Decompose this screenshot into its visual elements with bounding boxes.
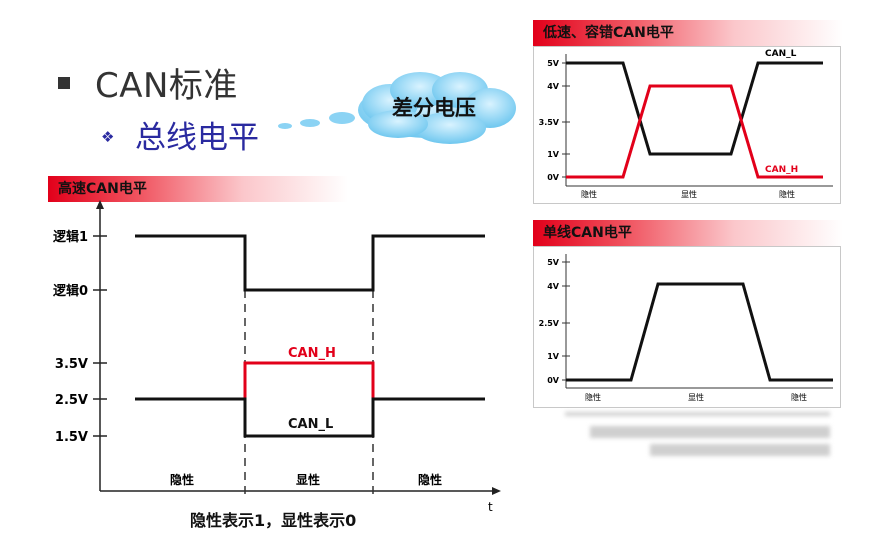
y-label: 4V bbox=[547, 282, 560, 291]
thought-cloud bbox=[278, 72, 516, 144]
y-axis-arrow-icon bbox=[96, 200, 104, 209]
segment-label: 隐性 bbox=[170, 472, 194, 487]
segment-label: 显性 bbox=[688, 392, 704, 402]
segment-label: 隐性 bbox=[791, 392, 807, 402]
y-label: 4V bbox=[547, 82, 560, 91]
y-label: 5V bbox=[547, 258, 560, 267]
blurred-bar bbox=[590, 426, 830, 438]
y-label-2-5v: 2.5V bbox=[55, 393, 88, 408]
can-l-waveform bbox=[566, 61, 823, 156]
y-label: 5V bbox=[547, 59, 560, 68]
low-speed-header: 低速、容错CAN电平 bbox=[533, 20, 843, 46]
slide-title: CAN标准 bbox=[95, 66, 238, 106]
high-speed-header: 高速CAN电平 bbox=[48, 176, 348, 202]
cloud-label: 差分电压 bbox=[392, 96, 476, 120]
segment-label: 显性 bbox=[681, 189, 697, 199]
y-tick bbox=[93, 235, 107, 437]
y-label-logic1: 逻辑1 bbox=[53, 229, 88, 245]
single-wire-chart: 5V 4V 2.5V 1V 0V 隐性 显性 隐性 bbox=[539, 254, 833, 402]
bullet-diamond-icon: ❖ bbox=[101, 128, 115, 146]
bullet-square-icon bbox=[58, 77, 70, 89]
y-label-3-5v: 3.5V bbox=[55, 357, 88, 372]
can-h-label: CAN_H bbox=[288, 346, 336, 361]
segment-label: 隐性 bbox=[779, 189, 795, 199]
y-label: 1V bbox=[547, 150, 560, 159]
can-h-waveform bbox=[566, 84, 823, 179]
cloud-body bbox=[358, 72, 516, 144]
x-axis-label: t bbox=[488, 500, 493, 514]
can-l-label: CAN_L bbox=[288, 417, 333, 432]
high-speed-chart: t 逻辑1 逻辑0 3.5V 2.5V 1.5V CAN_H CAN_L 隐性 … bbox=[53, 200, 501, 514]
y-label: 0V bbox=[547, 173, 560, 182]
blurred-bar bbox=[650, 444, 830, 456]
segment-label: 隐性 bbox=[585, 392, 601, 402]
blurred-bar bbox=[565, 412, 830, 416]
cloud-dot bbox=[300, 119, 320, 127]
y-label: 3.5V bbox=[539, 118, 560, 127]
y-label: 1V bbox=[547, 352, 560, 361]
single-wire-header: 单线CAN电平 bbox=[533, 220, 843, 246]
segment-label: 隐性 bbox=[581, 189, 597, 199]
x-axis-arrow-icon bbox=[492, 487, 501, 495]
y-label-1-5v: 1.5V bbox=[55, 430, 88, 445]
can-l-label: CAN_L bbox=[765, 49, 797, 59]
single-wire-waveform bbox=[566, 282, 833, 382]
can-l-waveform bbox=[135, 397, 485, 438]
segment-label: 显性 bbox=[296, 472, 320, 487]
cloud-dot bbox=[278, 123, 292, 129]
can-h-waveform bbox=[243, 361, 375, 399]
can-h-label: CAN_H bbox=[765, 165, 798, 175]
segment-label: 隐性 bbox=[418, 472, 442, 487]
caption: 隐性表示1，显性表示0 bbox=[190, 511, 357, 530]
y-label-logic0: 逻辑0 bbox=[53, 283, 88, 299]
logic-waveform bbox=[135, 234, 485, 292]
y-label: 0V bbox=[547, 376, 560, 385]
slide-subtitle: 总线电平 bbox=[135, 120, 259, 156]
cloud-dot bbox=[329, 112, 355, 124]
low-speed-chart: 5V 4V 3.5V 1V 0V CAN_L CAN_H 隐性 显性 隐性 bbox=[539, 49, 833, 199]
y-label: 2.5V bbox=[539, 319, 560, 328]
